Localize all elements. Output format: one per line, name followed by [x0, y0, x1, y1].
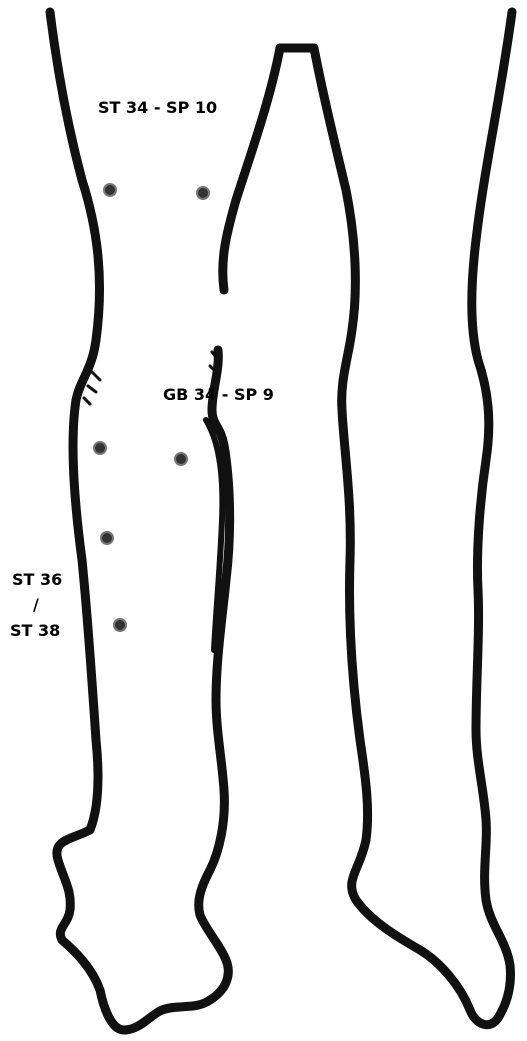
point-st34 [104, 184, 116, 196]
label-separator: / [33, 597, 39, 613]
label-st36: ST 36 [12, 572, 62, 588]
point-sp10 [197, 187, 209, 199]
point-st38 [114, 619, 126, 631]
point-sp9 [175, 453, 187, 465]
label-gb34-sp9: GB 34 - SP 9 [163, 387, 274, 403]
point-gb34 [94, 442, 106, 454]
point-st36 [101, 532, 113, 544]
left-leg-outer-contour [50, 12, 230, 1030]
label-st38: ST 38 [10, 623, 60, 639]
left-leg-inner-thigh [223, 48, 280, 290]
right-leg-inner-contour [314, 12, 512, 1025]
label-st34-sp10: ST 34 - SP 10 [98, 100, 217, 116]
